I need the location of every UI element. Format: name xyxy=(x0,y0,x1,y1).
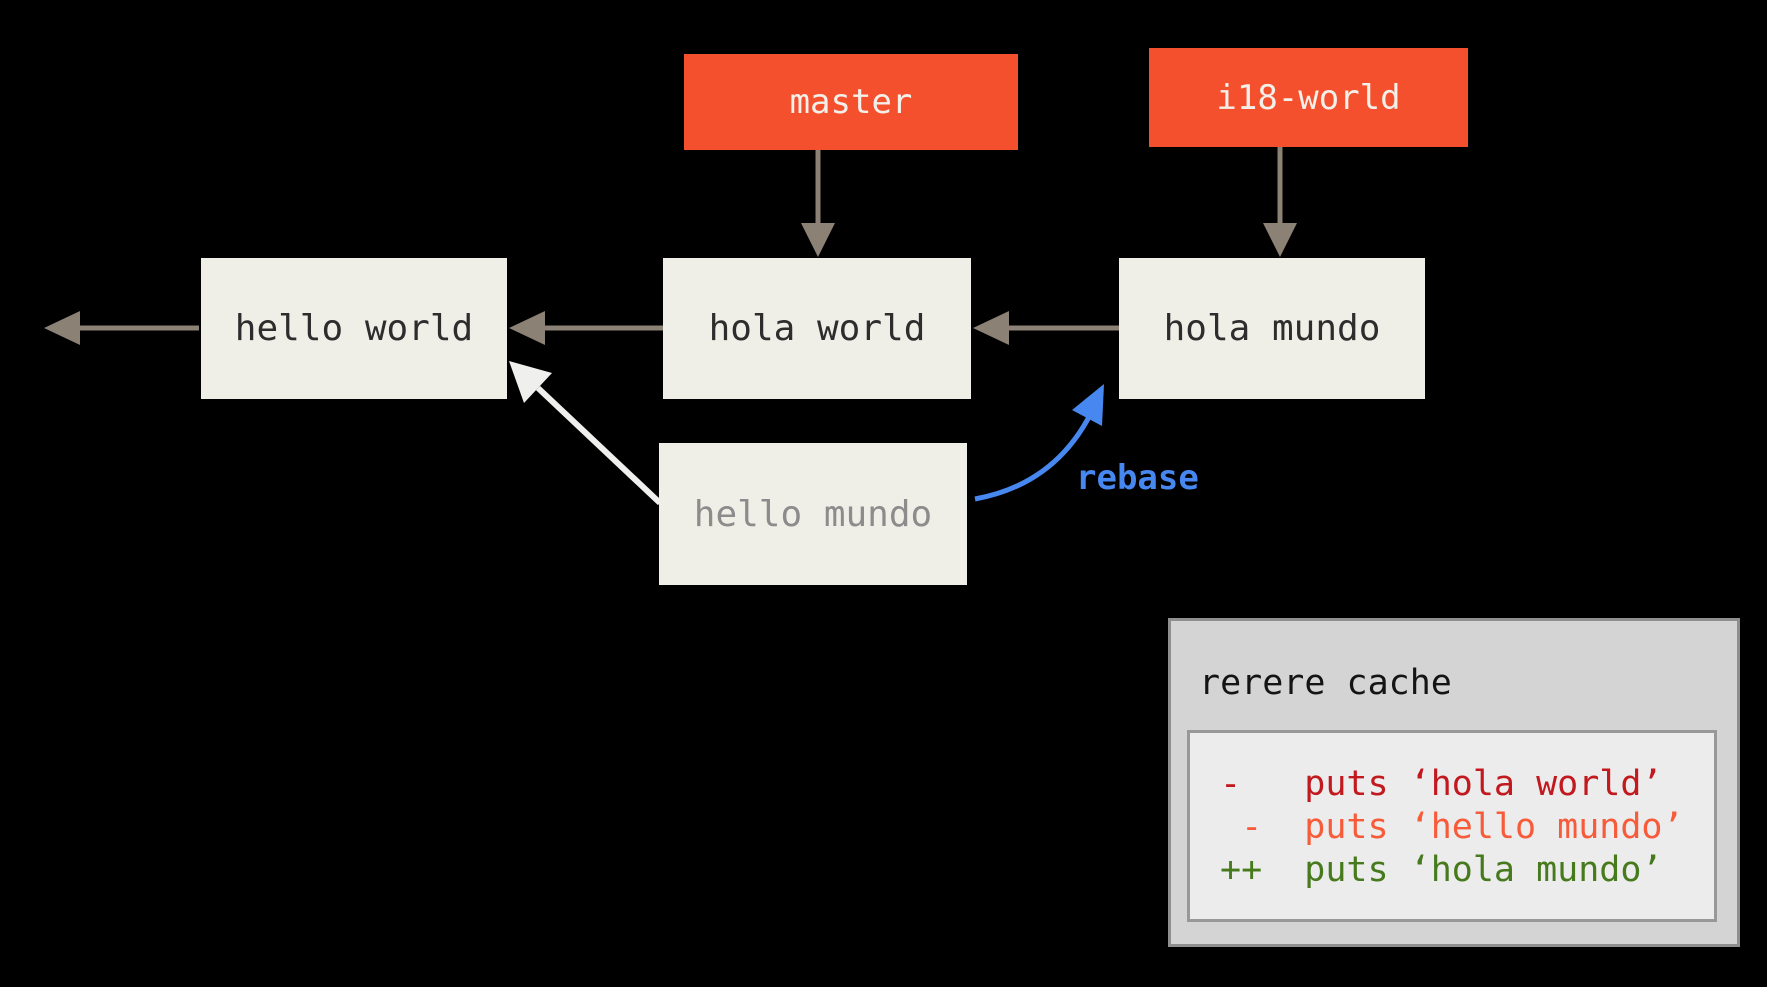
commit-hola-mundo: hola mundo xyxy=(1119,258,1425,399)
commit-hello-mundo: hello mundo xyxy=(659,443,967,585)
commit-hola-world-text: hola world xyxy=(708,308,926,349)
commit-hello-world: hello world xyxy=(201,258,507,399)
branch-label-master-text: master xyxy=(789,82,913,122)
commit-hola-world: hola world xyxy=(663,258,971,399)
arrowhead-master-to-hola-world xyxy=(801,223,835,257)
rebase-label: rebase xyxy=(1076,458,1199,498)
commit-hola-mundo-text: hola mundo xyxy=(1163,308,1381,349)
branch-label-master: master xyxy=(684,54,1018,150)
rerere-cache-panel: rerere cache - puts ‘hola world’ - puts … xyxy=(1168,618,1740,947)
arrowhead-hola-mundo-to-hola-world xyxy=(973,311,1009,345)
diff-line-removed-hola-world: - puts ‘hola world’ xyxy=(1220,764,1663,804)
arrowhead-i18-world-to-hola-mundo xyxy=(1263,223,1297,257)
diff-line-removed-hello-mundo: - puts ‘hello mundo’ xyxy=(1220,807,1684,847)
arrowhead-hello-world-to-parent xyxy=(44,311,80,345)
rerere-cache-code-box: - puts ‘hola world’ - puts ‘hello mundo’… xyxy=(1187,730,1717,922)
commit-hello-mundo-text: hello mundo xyxy=(693,493,933,535)
arrow-hello-mundo-to-hello-world xyxy=(535,385,663,506)
arrowhead-hello-mundo-to-hello-world xyxy=(509,361,552,403)
arrowhead-hola-world-to-hello-world xyxy=(509,311,545,345)
branch-label-i18-world: i18-world xyxy=(1149,48,1468,147)
rerere-cache-title: rerere cache xyxy=(1199,663,1452,703)
commit-hello-world-text: hello world xyxy=(234,308,474,349)
arrowhead-rebase-curve xyxy=(1072,384,1104,426)
diff-line-added-hola-mundo: ++ puts ‘hola mundo’ xyxy=(1220,850,1663,890)
branch-label-i18-world-text: i18-world xyxy=(1216,77,1401,118)
